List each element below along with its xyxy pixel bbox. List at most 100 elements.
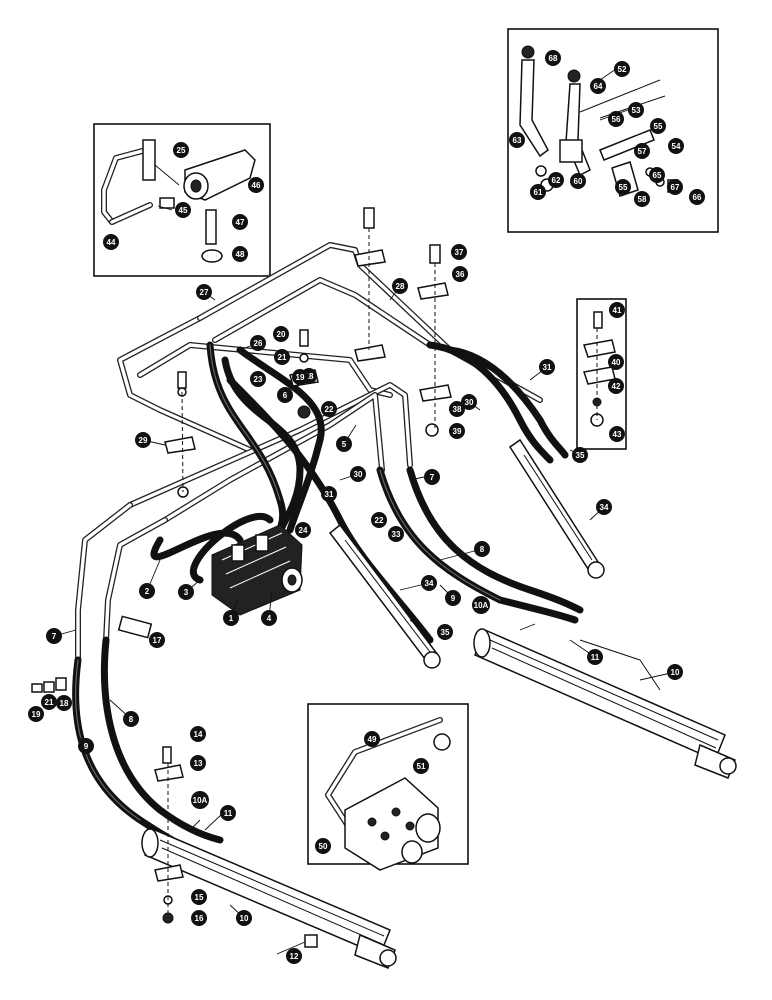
callout-label: 58 (638, 195, 647, 204)
callout-circle (273, 326, 289, 342)
callout-63: 63 (509, 132, 525, 148)
callout-label: 33 (392, 530, 401, 539)
callout-label: 34 (425, 579, 434, 588)
callout-label: 17 (153, 636, 162, 645)
tilt-cylinder-right (508, 438, 605, 579)
callout-19: 19 (292, 369, 308, 385)
callout-51: 51 (413, 758, 429, 774)
callout-14: 14 (190, 726, 206, 742)
tilt-cylinder-center (328, 523, 441, 669)
callout-label: 5 (342, 440, 347, 449)
callout-label: 39 (453, 427, 462, 436)
callout-circle (628, 102, 644, 118)
callout-circle (236, 910, 252, 926)
callout-label: 40 (612, 358, 621, 367)
callout-label: 10A (193, 796, 208, 805)
callout-label: 30 (465, 398, 474, 407)
callout-label: 30 (354, 470, 363, 479)
callout-34: 34 (421, 575, 437, 591)
callout-label: 35 (441, 628, 450, 637)
callout-circle (78, 738, 94, 754)
callout-30: 30 (461, 394, 477, 410)
assembly-lines (167, 228, 598, 918)
callout-8: 8 (123, 711, 139, 727)
callout-53: 53 (628, 102, 644, 118)
inset-cylinder-hardware (576, 298, 627, 450)
callout-circle (135, 432, 151, 448)
callout-label: 61 (534, 188, 543, 197)
callout-10: 10 (667, 664, 683, 680)
callout-13: 13 (190, 755, 206, 771)
callout-66: 66 (689, 189, 705, 205)
callout-label: 19 (32, 710, 41, 719)
callout-15: 15 (191, 889, 207, 905)
callout-circle (609, 426, 625, 442)
callout-circle (608, 111, 624, 127)
callout-circle (587, 649, 603, 665)
callout-circle (220, 805, 236, 821)
callout-label: 8 (129, 715, 134, 724)
callout-label: 63 (513, 136, 522, 145)
callout-label: 45 (179, 206, 188, 215)
callout-label: 34 (600, 503, 609, 512)
callout-label: 10A (474, 601, 489, 610)
callout-10A: 10A (472, 596, 490, 614)
callout-circle (261, 610, 277, 626)
callout-46: 46 (248, 177, 264, 193)
callout-label: 44 (107, 238, 116, 247)
callout-circle (149, 632, 165, 648)
callout-label: 4 (267, 614, 272, 623)
callout-circle (178, 584, 194, 600)
callout-label: 11 (591, 653, 600, 662)
callout-54: 54 (668, 138, 684, 154)
callout-label: 11 (224, 809, 233, 818)
callout-label: 22 (325, 405, 334, 414)
callout-27: 27 (196, 284, 212, 300)
lift-cylinder-left (141, 828, 397, 969)
callout-label: 13 (194, 759, 203, 768)
callout-circle (41, 694, 57, 710)
callout-22: 22 (371, 512, 387, 528)
callout-label: 60 (574, 177, 583, 186)
callout-label: 54 (672, 142, 681, 151)
callout-circle (452, 266, 468, 282)
callout-62: 62 (548, 172, 564, 188)
callout-label: 9 (451, 594, 456, 603)
callout-16: 16 (191, 910, 207, 926)
callout-39: 39 (449, 423, 465, 439)
callout-circle (336, 436, 352, 452)
callout-67: 67 (667, 179, 683, 195)
callout-68: 68 (545, 50, 561, 66)
callout-circle (292, 369, 308, 385)
callout-label: 51 (417, 762, 426, 771)
callout-label: 16 (195, 914, 204, 923)
callout-label: 52 (618, 65, 627, 74)
callout-circle (449, 423, 465, 439)
lift-cylinder-right (473, 628, 737, 779)
callout-label: 15 (195, 893, 204, 902)
callout-35: 35 (572, 447, 588, 463)
callout-7: 7 (46, 628, 62, 644)
callout-circle (614, 61, 630, 77)
callout-10A: 10A (191, 791, 209, 809)
callout-52: 52 (614, 61, 630, 77)
callout-circle (286, 948, 302, 964)
callout-11: 11 (220, 805, 236, 821)
callout-circle (392, 278, 408, 294)
callout-circle (191, 791, 209, 809)
callout-34: 34 (596, 499, 612, 515)
callout-label: 21 (278, 353, 287, 362)
callout-circle (545, 50, 561, 66)
callout-55: 55 (650, 118, 666, 134)
callout-circle (103, 234, 119, 250)
callout-circle (530, 184, 546, 200)
callout-56: 56 (608, 111, 624, 127)
callout-9: 9 (78, 738, 94, 754)
callout-circle (56, 695, 72, 711)
callout-circle (274, 349, 290, 365)
callout-31: 31 (539, 359, 555, 375)
callout-41: 41 (609, 302, 625, 318)
callout-label: 8 (480, 545, 485, 554)
callout-circle (277, 387, 293, 403)
